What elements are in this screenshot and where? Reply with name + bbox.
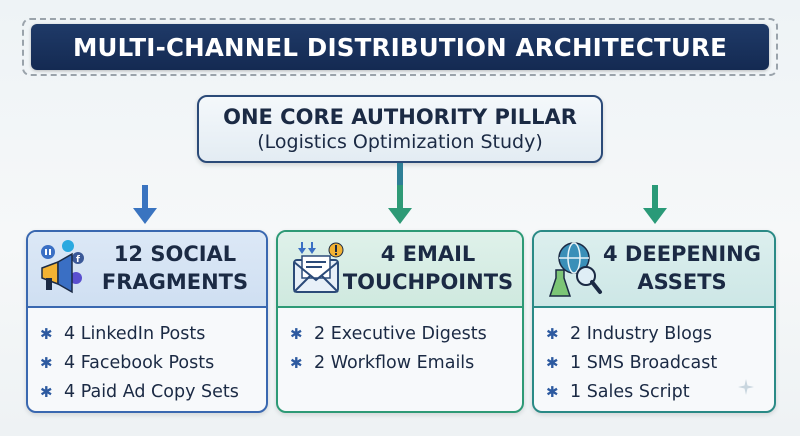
list-item: ✱ 1 SMS Broadcast bbox=[546, 349, 774, 378]
title-frame bbox=[22, 18, 778, 76]
list-item: ✱ 1 Sales Script bbox=[546, 378, 774, 407]
list-item: ✱ 4 Facebook Posts bbox=[40, 349, 266, 378]
card-title-line1: 12 SOCIAL bbox=[113, 242, 237, 266]
svg-text:f: f bbox=[76, 255, 80, 265]
asterisk-icon: ✱ bbox=[40, 383, 53, 401]
card-deepening-assets: 4 DEEPENING ASSETS ✱ 2 Industry Blogs ✱ 1 … bbox=[532, 230, 776, 413]
sparkle-icon bbox=[738, 379, 754, 395]
card-header: 4 DEEPENING ASSETS bbox=[534, 232, 774, 308]
list-item-text: 2 Workflow Emails bbox=[314, 353, 475, 373]
asterisk-icon: ✱ bbox=[40, 325, 53, 343]
card-item-list: ✱ 4 LinkedIn Posts ✱ 4 Facebook Posts ✱ 4 P… bbox=[28, 308, 266, 407]
asterisk-icon: ✱ bbox=[290, 325, 303, 343]
list-item: ✱ 2 Executive Digests bbox=[290, 320, 522, 349]
list-item-text: 2 Executive Digests bbox=[314, 324, 487, 344]
list-item-text: 1 Sales Script bbox=[570, 382, 690, 402]
card-item-list: ✱ 2 Executive Digests ✱ 2 Workflow Emails bbox=[278, 308, 522, 378]
core-pillar-box: ONE CORE AUTHORITY PILLAR (Logistics Opt… bbox=[197, 95, 603, 163]
list-item: ✱ 2 Workflow Emails bbox=[290, 349, 522, 378]
card-item-list: ✱ 2 Industry Blogs ✱ 1 SMS Broadcast ✱ 1 Sa… bbox=[534, 308, 774, 407]
asterisk-icon: ✱ bbox=[546, 383, 559, 401]
core-pillar-title: ONE CORE AUTHORITY PILLAR bbox=[223, 105, 577, 129]
card-title: 4 EMAIL TOUCHPOINTS bbox=[340, 240, 516, 296]
card-title-line2: ASSETS bbox=[637, 270, 727, 294]
connector-left-arrowhead bbox=[133, 208, 157, 224]
core-pillar-subtitle: (Logistics Optimization Study) bbox=[257, 131, 543, 153]
list-item: ✱ 4 LinkedIn Posts bbox=[40, 320, 266, 349]
globe-search-flask-icon bbox=[548, 242, 602, 297]
card-title: 4 DEEPENING ASSETS bbox=[596, 240, 768, 296]
list-item-text: 2 Industry Blogs bbox=[570, 324, 713, 344]
card-title-line1: 4 EMAIL bbox=[380, 242, 476, 266]
asterisk-icon: ✱ bbox=[290, 354, 303, 372]
card-title: 12 SOCIAL FRAGMENTS bbox=[90, 240, 260, 296]
list-item-text: 4 LinkedIn Posts bbox=[64, 324, 206, 344]
card-title-line2: FRAGMENTS bbox=[101, 270, 249, 294]
card-header: 4 EMAIL TOUCHPOINTS bbox=[278, 232, 522, 308]
list-item: ✱ 2 Industry Blogs bbox=[546, 320, 774, 349]
asterisk-icon: ✱ bbox=[546, 354, 559, 372]
connector-right-arrowhead bbox=[643, 208, 667, 224]
list-item-text: 4 Paid Ad Copy Sets bbox=[64, 382, 239, 402]
card-social-fragments: f 12 SOCIAL FRAGMENTS ✱ 4 LinkedIn Posts … bbox=[26, 230, 268, 413]
email-envelope-icon bbox=[293, 242, 344, 293]
title-banner: MULTI-CHANNEL DISTRIBUTION ARCHITECTURE bbox=[31, 24, 769, 70]
asterisk-icon: ✱ bbox=[40, 354, 53, 372]
list-item-text: 4 Facebook Posts bbox=[64, 353, 215, 373]
card-email-touchpoints: 4 EMAIL TOUCHPOINTS ✱ 2 Executive Digests… bbox=[276, 230, 524, 413]
list-item-text: 1 SMS Broadcast bbox=[570, 353, 718, 373]
page-title: MULTI-CHANNEL DISTRIBUTION ARCHITECTURE bbox=[72, 32, 728, 62]
card-title-line1: 4 DEEPENING bbox=[603, 242, 761, 266]
megaphone-social-icon: f bbox=[41, 240, 84, 294]
asterisk-icon: ✱ bbox=[546, 325, 559, 343]
connector-middle-arrowhead bbox=[388, 208, 412, 224]
card-title-line2: TOUCHPOINTS bbox=[342, 270, 514, 294]
list-item: ✱ 4 Paid Ad Copy Sets bbox=[40, 378, 266, 407]
card-header: f 12 SOCIAL FRAGMENTS bbox=[28, 232, 266, 308]
